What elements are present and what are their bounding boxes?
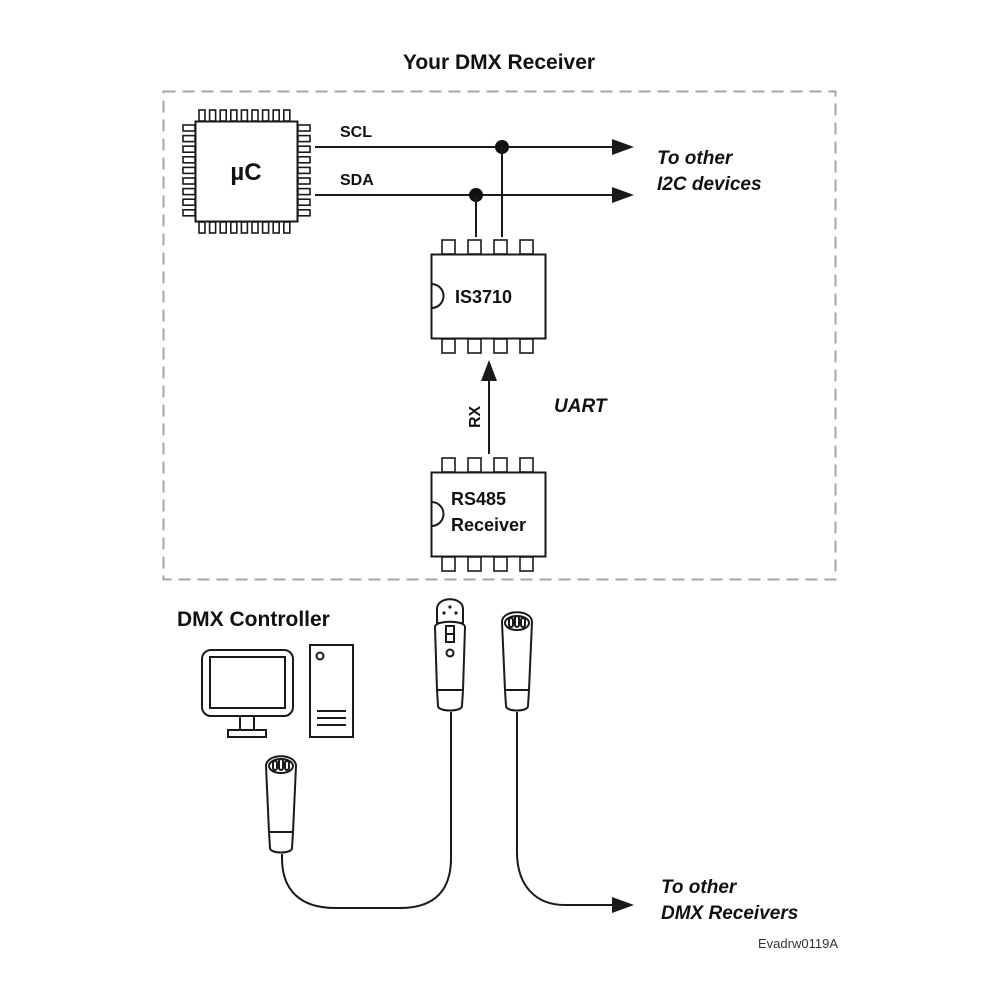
chip-pin — [208, 221, 217, 234]
microcontroller-chip: µC — [182, 109, 311, 234]
xlr-male-connector — [433, 598, 467, 712]
chip-pin — [467, 457, 482, 473]
rx-label: RX — [467, 405, 484, 428]
chip-pin — [441, 239, 456, 255]
monitor-icon — [201, 649, 294, 738]
chip-pin — [198, 109, 206, 122]
chip-pin — [467, 239, 482, 255]
is3710-pins — [441, 239, 534, 354]
chip-pin — [230, 221, 238, 234]
is3710-label: IS3710 — [455, 287, 512, 307]
chip-pin — [182, 177, 196, 185]
i2c-bus: SCL SDA — [315, 124, 634, 237]
chip-pin — [251, 221, 259, 234]
chip-pin — [282, 221, 291, 234]
sda-label: SDA — [340, 172, 374, 189]
dmx-destination-line2: DMX Receivers — [661, 903, 798, 924]
scl-arrowhead — [612, 139, 634, 155]
chip-pin — [182, 187, 196, 196]
chip-pin — [240, 109, 249, 122]
chip-pin — [493, 239, 508, 255]
chip-pin — [182, 124, 196, 132]
receiver-boundary — [162, 90, 837, 581]
chip-pin — [251, 109, 259, 122]
chip-pin — [519, 338, 534, 354]
chip-pin — [467, 556, 482, 572]
chip-pin — [240, 221, 249, 234]
chip-pin — [297, 198, 311, 206]
chip-pin — [441, 338, 456, 354]
daisy-chain-cable — [516, 712, 612, 906]
chip-pin — [219, 109, 227, 122]
chip-pin — [297, 134, 311, 143]
pc-tower-icon — [309, 644, 354, 738]
chip-pin — [282, 109, 291, 122]
chip-pin — [219, 221, 227, 234]
chip-pin — [182, 166, 196, 175]
rs485-label-line1: RS485 — [451, 489, 506, 509]
chip-pin — [297, 166, 311, 175]
chip-pin — [297, 187, 311, 196]
diagram-title: Your DMX Receiver — [403, 51, 595, 74]
controller-cable — [281, 712, 452, 909]
chip-pin — [297, 145, 311, 153]
chip-pin — [261, 221, 270, 234]
chip-pin — [182, 134, 196, 143]
daisy-chain-arrowhead — [612, 897, 634, 913]
microcontroller-label: µC — [230, 159, 261, 186]
xlr-controller-connector — [264, 755, 298, 854]
sda-arrowhead — [612, 187, 634, 203]
chip-pin — [297, 156, 311, 164]
chip-pin — [272, 109, 281, 122]
chip-pin — [493, 556, 508, 572]
figure-id: Evadrw0119A — [758, 936, 838, 951]
scl-label: SCL — [340, 124, 372, 141]
rs485-label-line2: Receiver — [451, 515, 526, 535]
mc-pins-top — [182, 109, 311, 234]
chip-pin — [182, 209, 196, 217]
chip-pin — [182, 198, 196, 206]
chip-pin — [272, 221, 281, 234]
i2c-destination-line2: I2C devices — [657, 174, 762, 195]
chip-pin — [198, 221, 206, 234]
chip-pin — [519, 457, 534, 473]
chip-pin — [182, 156, 196, 164]
chip-pin — [208, 109, 217, 122]
rs485-receiver-chip: RS485 Receiver — [430, 457, 547, 572]
chip-pin — [182, 145, 196, 153]
i2c-destination-line1: To other — [657, 148, 734, 169]
chip-pin — [519, 556, 534, 572]
chip-pin — [519, 239, 534, 255]
chip-pin — [493, 338, 508, 354]
controller-title: DMX Controller — [177, 608, 330, 631]
chip-pin — [230, 109, 238, 122]
chip-pin — [261, 109, 270, 122]
chip-pin — [493, 457, 508, 473]
chip-pin — [297, 209, 311, 217]
uart-label: UART — [554, 396, 608, 417]
chip-pin — [467, 338, 482, 354]
rx-arrowhead — [481, 360, 497, 381]
is3710-chip: IS3710 — [430, 239, 547, 354]
xlr-female-connector — [500, 611, 534, 712]
chip-pin — [297, 124, 311, 132]
chip-pin — [441, 457, 456, 473]
chip-pin — [297, 177, 311, 185]
dmx-destination-line1: To other — [661, 877, 738, 898]
chip-pin — [441, 556, 456, 572]
